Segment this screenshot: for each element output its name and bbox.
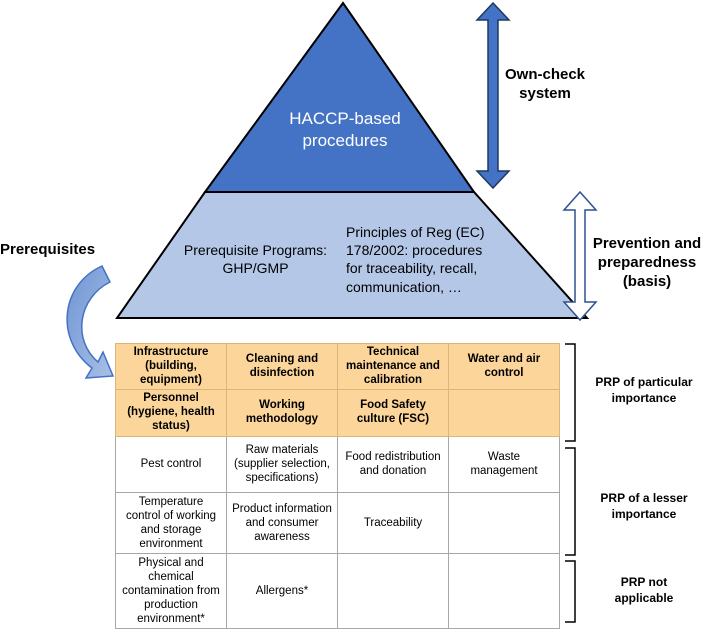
table-row: Personnel (hygiene, health status) Worki…	[115, 389, 560, 437]
own-check-line2: system	[519, 84, 571, 102]
bracket-lesser	[565, 447, 576, 556]
table-row: Physical and chemical contamination from…	[115, 552, 560, 629]
table-cell: Working methodology	[226, 389, 338, 437]
prp-particular-label: PRP of particular importance	[580, 375, 708, 406]
table-row: Temperature control of working and stora…	[115, 491, 560, 554]
table-cell	[448, 552, 560, 629]
base-right-line4: communication, …	[346, 278, 462, 295]
prevention-label: Prevention and preparedness (basis)	[588, 235, 706, 291]
table-cell: Food Safety culture (FSC)	[337, 389, 449, 437]
table-cell: Technical maintenance and calibration	[337, 342, 449, 391]
prevention-line1: Prevention and	[592, 235, 702, 252]
table-cell: Traceability	[337, 491, 449, 554]
prp-lesser-line2: importance	[611, 506, 677, 521]
bracket-particular	[565, 343, 576, 442]
table-row: Infrastructure (building, equipment) Cle…	[115, 342, 560, 391]
table-cell: Cleaning and disinfection	[226, 342, 338, 391]
table-cell	[448, 491, 560, 554]
own-check-double-arrow	[475, 1, 511, 190]
pyramid-top-label: HACCP-based procedures	[255, 108, 435, 152]
pyramid-base-left-label: Prerequisite Programs: GHP/GMP	[178, 241, 333, 277]
prerequisites-label: Prerequisites	[0, 241, 96, 258]
table-cell: Water and air control	[448, 342, 560, 391]
prp-not-applicable-line1: PRP not	[620, 575, 668, 589]
table-cell: Allergens*	[226, 552, 338, 629]
pyramid-top	[203, 1, 476, 193]
base-left-line2: GHP/GMP	[222, 260, 289, 277]
prevention-double-arrow	[562, 190, 598, 322]
own-check-label: Own-check system	[500, 66, 590, 104]
prp-lesser-line1: PRP of a lesser	[600, 491, 688, 505]
base-right-line3: for traceability, recall,	[346, 260, 478, 277]
table-cell: Infrastructure (building, equipment)	[115, 342, 227, 391]
own-check-line1: Own-check	[504, 66, 586, 83]
table-cell: Food redistribution and donation	[337, 435, 449, 493]
prp-lesser-label: PRP of a lesser importance	[580, 491, 708, 522]
base-right-line1: Principles of Reg (EC)	[346, 224, 485, 240]
table-cell: Temperature control of working and stora…	[115, 491, 227, 554]
table-cell: Waste management	[448, 435, 560, 493]
table-cell: Raw materials (supplier selection, speci…	[226, 435, 338, 493]
pyramid-top-label-line2: procedures	[302, 131, 388, 151]
table-cell: Product information and consumer awarene…	[226, 491, 338, 554]
bracket-not-applicable	[565, 560, 576, 623]
prevention-line3: (basis)	[622, 272, 672, 290]
pyramid-base	[115, 191, 590, 319]
table-cell	[448, 389, 560, 437]
prp-not-applicable-line2: applicable	[614, 590, 674, 605]
base-right-line2: 178/2002: procedures	[346, 242, 483, 259]
prp-table: Infrastructure (building, equipment) Cle…	[115, 342, 560, 629]
table-cell: Personnel (hygiene, health status)	[115, 389, 227, 437]
base-left-line1: Prerequisite Programs:	[183, 242, 328, 258]
table-cell	[337, 552, 449, 629]
prerequisites-curved-arrow	[66, 265, 115, 379]
prp-particular-line1: PRP of particular	[595, 375, 693, 389]
prp-not-applicable-label: PRP not applicable	[580, 575, 708, 606]
pyramid-base-right-label: Principles of Reg (EC) 178/2002: procedu…	[346, 223, 518, 296]
table-cell: Physical and chemical contamination from…	[115, 552, 227, 629]
table-row: Pest control Raw materials (supplier sel…	[115, 435, 560, 493]
prevention-line2: preparedness	[597, 253, 697, 271]
table-cell: Pest control	[115, 435, 227, 493]
prp-particular-line2: importance	[611, 390, 677, 405]
pyramid-top-label-line1: HACCP-based	[289, 109, 401, 128]
